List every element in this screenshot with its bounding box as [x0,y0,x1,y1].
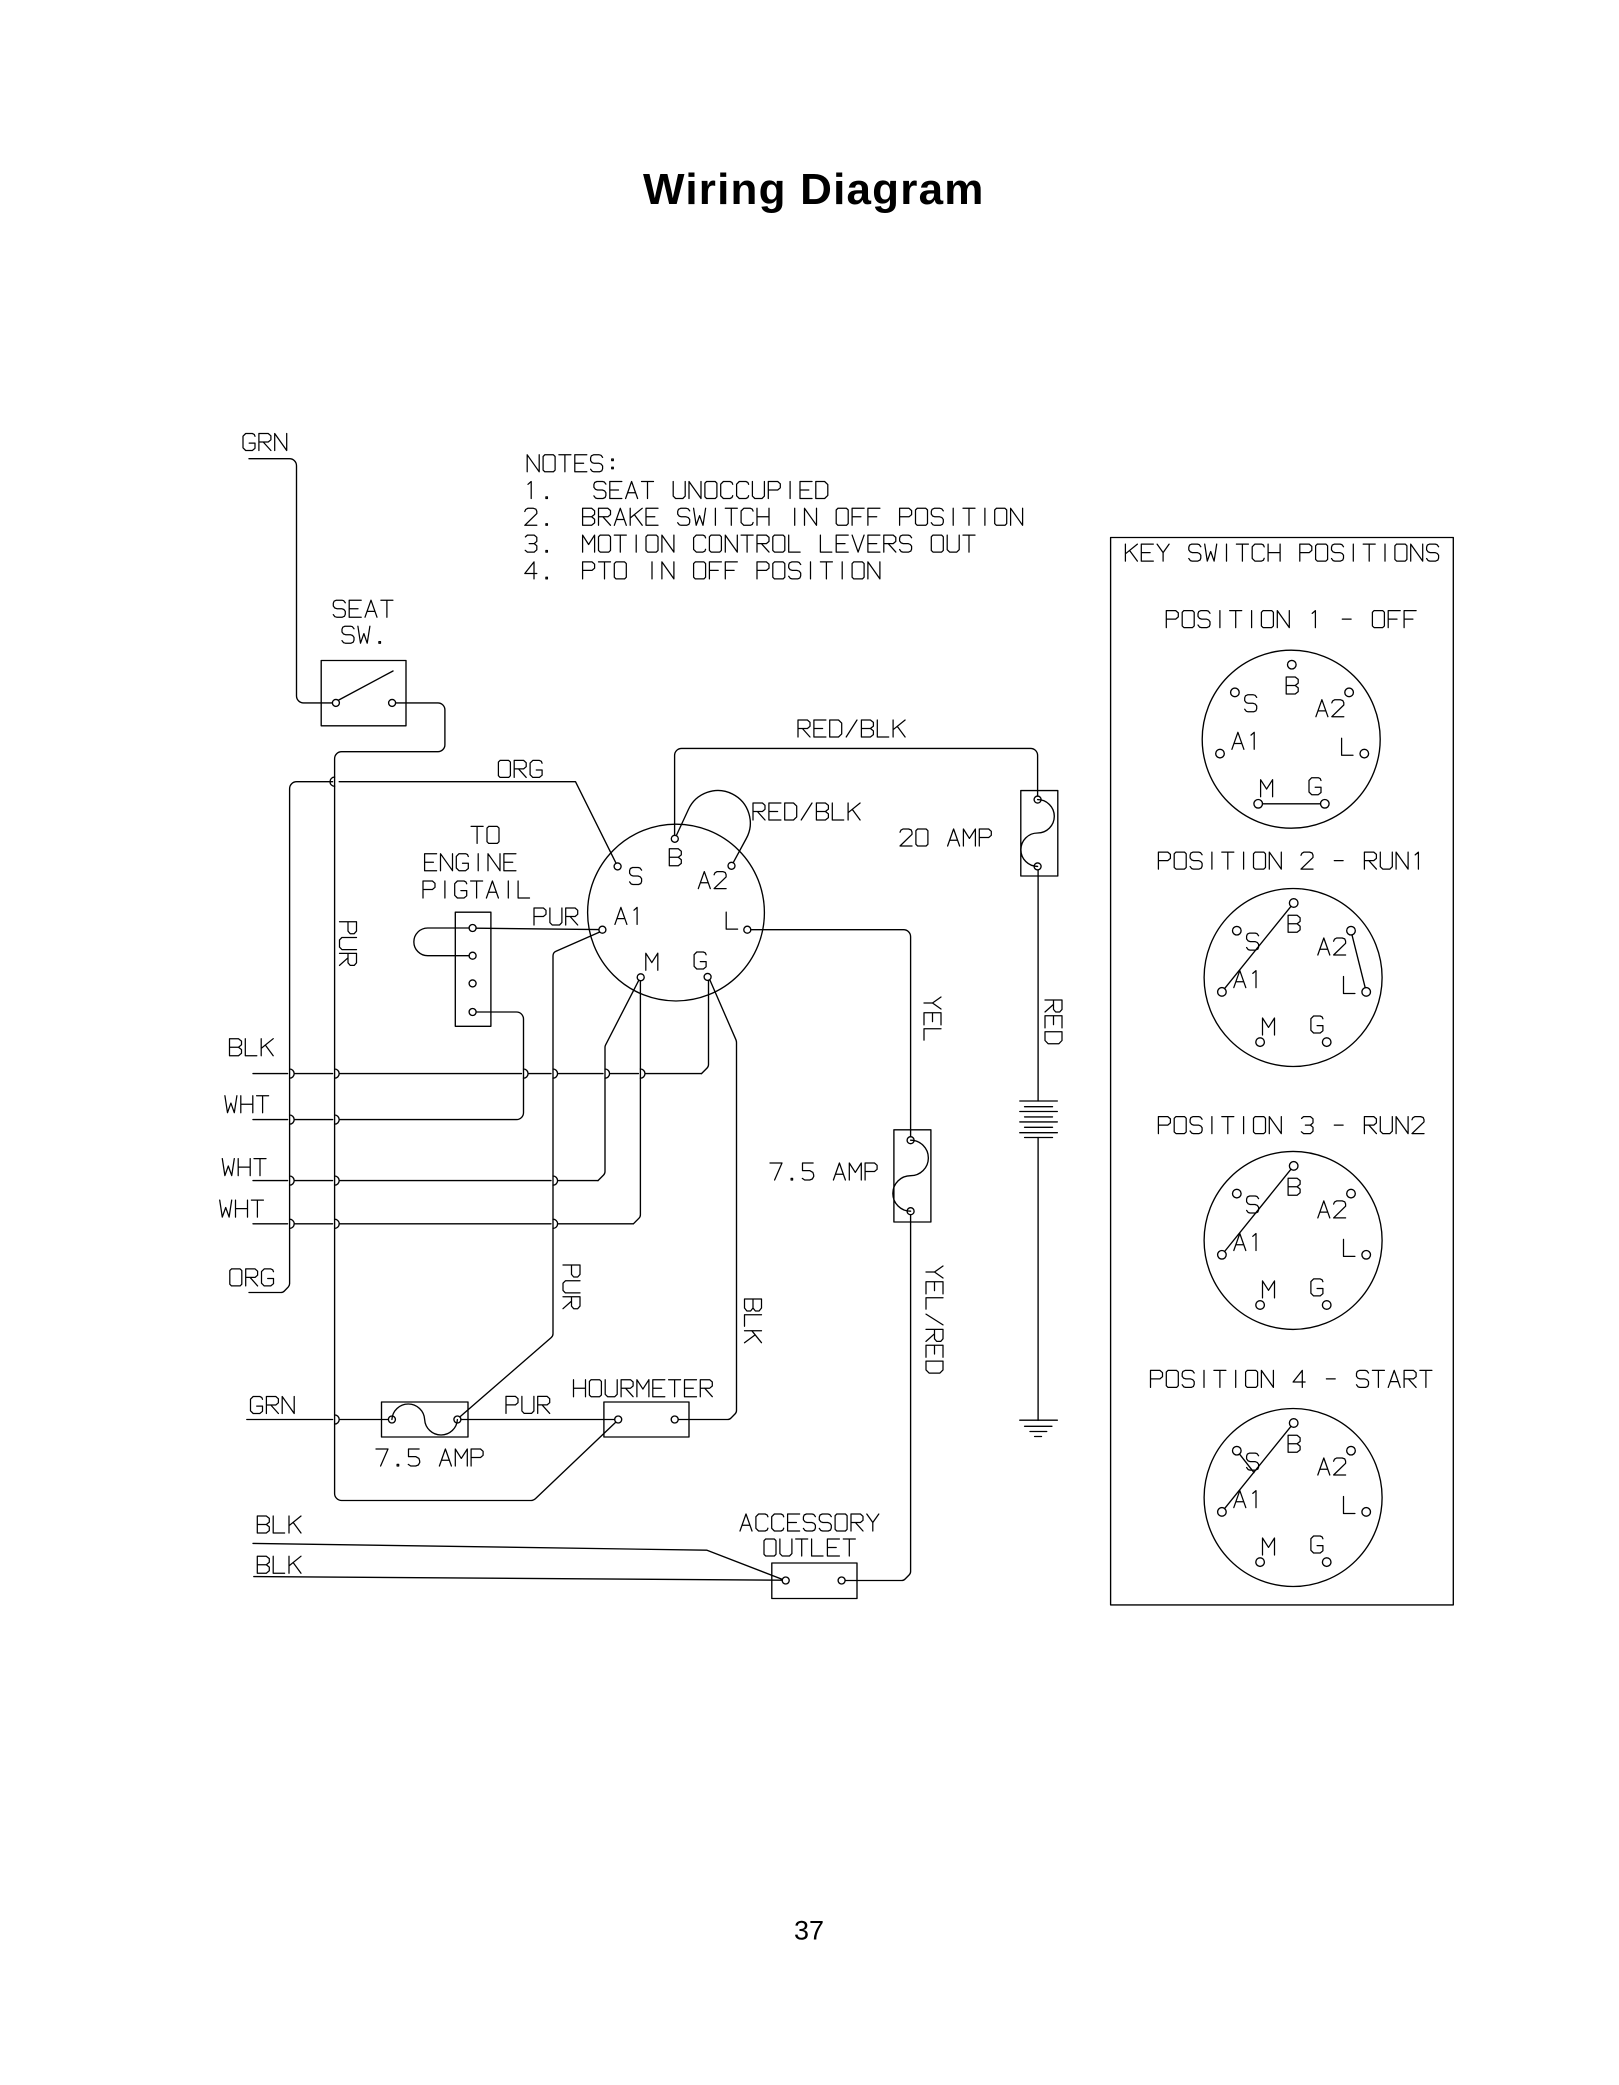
svg-text:Wiring Diagram: Wiring Diagram [643,165,985,214]
svg-text:37: 37 [794,1916,824,1946]
